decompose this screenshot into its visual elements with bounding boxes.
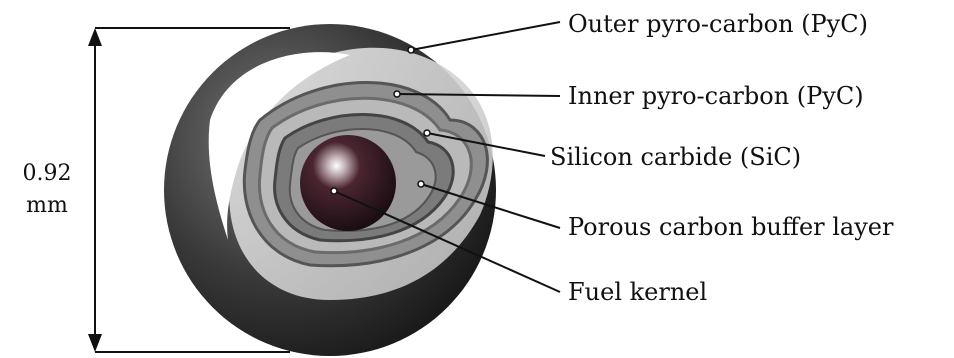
dot-fuel-kernel (331, 188, 337, 194)
dimension-value: 0.92 (23, 161, 72, 186)
dimension-unit: mm (26, 193, 68, 218)
dot-inner-pyc (394, 91, 400, 97)
dimension-arrow-up-icon (88, 28, 102, 46)
dot-silicon-carbide (424, 130, 430, 136)
label-buffer-layer: Porous carbon buffer layer (568, 213, 894, 241)
dot-buffer-layer (418, 181, 424, 187)
label-fuel-kernel: Fuel kernel (568, 278, 707, 306)
fuel-kernel (300, 135, 396, 231)
label-outer-pyc: Outer pyro-carbon (PyC) (568, 10, 868, 38)
fuel-particle-illustration (164, 24, 496, 356)
label-silicon-carbide: Silicon carbide (SiC) (550, 143, 801, 171)
dot-outer-pyc (408, 47, 414, 53)
label-inner-pyc: Inner pyro-carbon (PyC) (568, 82, 864, 110)
dimension-arrow-down-icon (88, 334, 102, 352)
leader-outer-pyc (411, 22, 560, 50)
